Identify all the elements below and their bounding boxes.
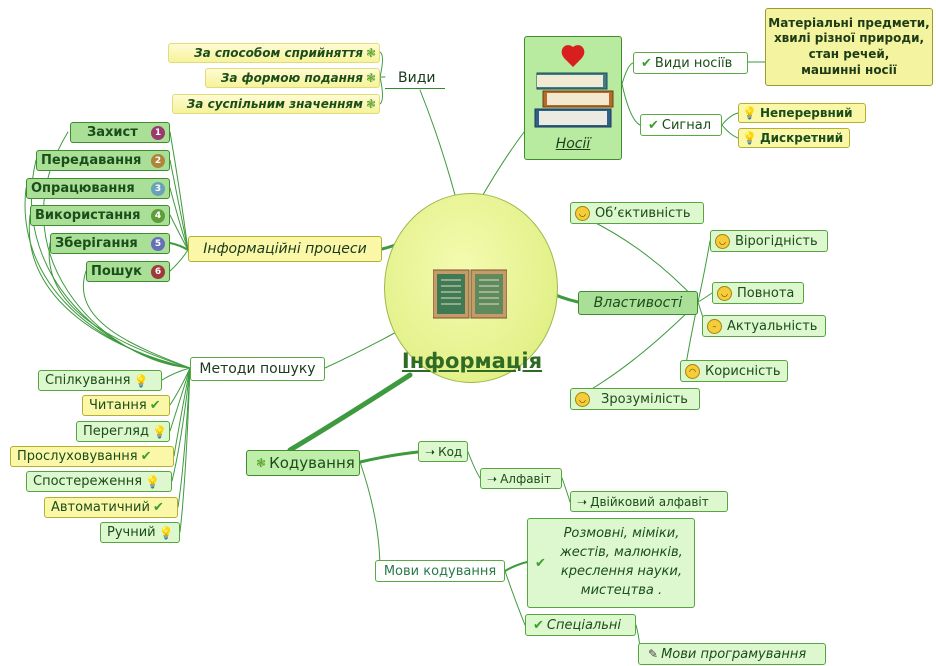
arrow-right-icon: ➝ [577, 494, 588, 509]
signal-node[interactable]: ✔Сигнал [640, 114, 722, 136]
property-item-4[interactable]: –Актуальність [702, 315, 826, 337]
arrow-right-icon: ➝ [487, 471, 498, 486]
vydy-label[interactable]: Види [398, 70, 436, 86]
lightbulb-icon: 💡 [133, 373, 149, 388]
langs-node[interactable]: Мови кодування [375, 560, 505, 582]
vydy-underline [385, 88, 445, 89]
flower-icon: ❃ [365, 71, 376, 85]
flower-icon: ❃ [365, 97, 376, 111]
nosii-node[interactable]: Носії [524, 36, 622, 160]
search-item-4[interactable]: Прослуховування✔ [10, 446, 174, 467]
lightbulb-icon: 💡 [742, 106, 757, 120]
smiley-icon: ◡ [715, 233, 730, 249]
pencil-icon: ✎ [648, 647, 659, 661]
vydy-item-2[interactable]: За формою подання❃ [205, 68, 380, 88]
kod-node[interactable]: ➝Код [418, 441, 468, 462]
vydy-item-1[interactable]: За способом сприйняття❃ [168, 43, 380, 63]
lightbulb-icon: 💡 [158, 525, 174, 540]
number-badge: 3 [151, 181, 165, 196]
number-badge: 2 [151, 153, 165, 168]
search-item-2[interactable]: Читання✔ [82, 395, 170, 416]
check-icon: ✔ [535, 555, 546, 571]
programming-node[interactable]: ✎Мови програмування [638, 643, 826, 665]
number-badge: 5 [151, 236, 165, 251]
coding-node[interactable]: ❃Кодування [246, 450, 360, 476]
binary-node[interactable]: ➝Двійковий алфавіт [570, 491, 728, 512]
property-item-6[interactable]: ◡Зрозумілість [570, 388, 700, 410]
flower-icon: ❃ [256, 456, 267, 470]
property-item-1[interactable]: ◡Об’єктивність [570, 202, 704, 224]
check-icon: ✔ [648, 117, 659, 133]
check-icon: ✔ [140, 449, 152, 464]
lightbulb-icon: 💡 [742, 131, 757, 145]
property-item-3[interactable]: ◡Повнота [712, 282, 804, 304]
smiley-icon: ◡ [575, 205, 590, 221]
check-icon: ✔ [152, 500, 164, 515]
smiley-icon: ◡ [575, 391, 590, 407]
arrow-right-icon: ➝ [425, 444, 436, 459]
center-node[interactable]: Інформація [384, 193, 558, 383]
natural-langs-text: Розмовні, міміки, жестів, малюнків, крес… [560, 526, 683, 598]
vydy-nosiiv-node[interactable]: ✔Види носіїв [633, 52, 748, 74]
lightbulb-icon: 💡 [151, 424, 167, 439]
vydy-item-3[interactable]: За суспільним значенням❃ [172, 94, 380, 114]
number-badge: 6 [151, 264, 165, 279]
search-item-1[interactable]: Спілкування💡 [38, 370, 162, 391]
books-image [533, 43, 617, 129]
check-icon: ✔ [149, 398, 161, 413]
flower-icon: ❃ [365, 46, 376, 60]
signal-item-1[interactable]: 💡Неперервний [738, 103, 866, 123]
lightbulb-icon: 💡 [145, 474, 160, 489]
search-item-6[interactable]: Автоматичний✔ [44, 497, 178, 518]
search-node[interactable]: Методи пошуку [190, 357, 325, 381]
number-badge: 4 [151, 208, 165, 223]
check-icon: ✔ [533, 617, 544, 633]
smiley-neutral-icon: – [707, 318, 722, 334]
property-item-5[interactable]: ◠Корисність [680, 360, 788, 382]
vydy-nosiiv-desc[interactable]: Матеріальні предмети, хвилі різної приро… [765, 8, 933, 86]
signal-item-2[interactable]: 💡Дискретний [738, 128, 850, 148]
nosii-label: Носії [555, 136, 591, 152]
smiley-icon: ◡ [717, 285, 732, 301]
smiley-sad-icon: ◠ [685, 363, 700, 379]
natural-langs-node[interactable]: ✔ Розмовні, міміки, жестів, малюнків, кр… [527, 518, 695, 608]
check-icon: ✔ [641, 55, 652, 71]
search-item-5[interactable]: Спостереження💡 [26, 471, 172, 492]
number-badge: 1 [151, 125, 165, 140]
properties-node[interactable]: Властивості [578, 291, 698, 315]
property-item-2[interactable]: ◡Вірогідність [710, 230, 828, 252]
book-image [432, 264, 508, 324]
search-item-7[interactable]: Ручний💡 [100, 522, 180, 543]
alphabet-node[interactable]: ➝Алфавіт [480, 468, 562, 489]
search-item-3[interactable]: Перегляд💡 [76, 421, 170, 442]
special-node[interactable]: ✔Спеціальні [525, 614, 636, 636]
processes-node[interactable]: Інформаційні процеси [188, 236, 382, 262]
center-title: Інформація [401, 349, 543, 373]
